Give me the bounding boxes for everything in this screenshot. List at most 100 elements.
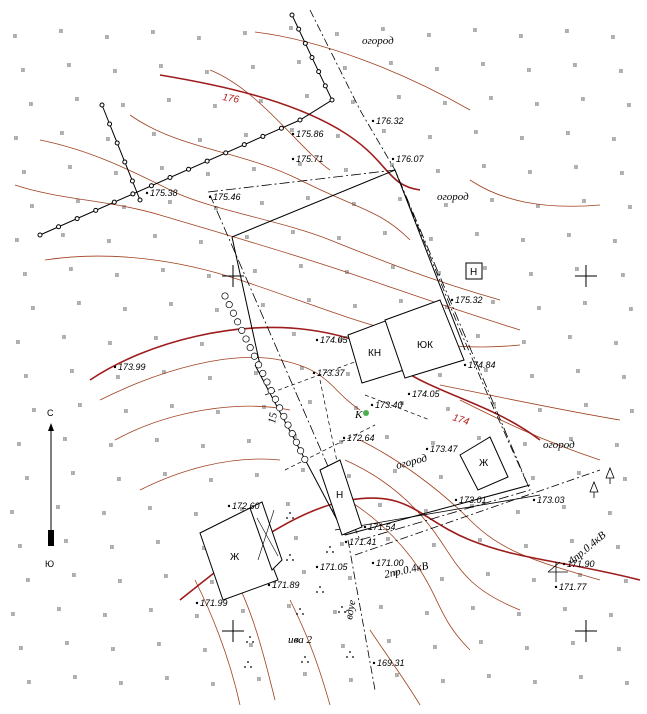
elevation-label: 171.05 <box>320 562 349 572</box>
meadow-symbol: ıı <box>251 63 255 71</box>
bush-dot <box>289 554 291 556</box>
meadow-symbol: ıı <box>287 602 291 610</box>
power-pole <box>148 183 154 189</box>
meadow-symbol: ıı <box>68 163 72 171</box>
power-pole <box>186 166 192 172</box>
bush-dot <box>338 611 340 613</box>
bush-dot <box>304 656 306 658</box>
elevation-point <box>370 403 374 407</box>
meadow-symbol: ıı <box>73 673 77 681</box>
meadow-symbol: ıı <box>78 401 82 409</box>
building-label-n-small: Н <box>336 490 343 501</box>
bush-dot <box>286 559 288 561</box>
area-label-garden: огород <box>362 35 394 47</box>
meadow-symbol: ıı <box>31 304 35 312</box>
elevation-label: 174.84 <box>468 360 496 370</box>
meadow-symbol: ıı <box>299 262 303 270</box>
area-label-garden: огород <box>543 439 575 451</box>
elevation-label: 176.07 <box>396 154 425 164</box>
contour-line <box>254 31 471 111</box>
meadow-symbol: ıı <box>352 200 356 208</box>
meadow-symbol: ıı <box>628 203 632 211</box>
meadow-symbol: ıı <box>253 267 257 275</box>
meadow-symbol: ıı <box>32 406 36 414</box>
meadow-symbol: ıı <box>563 605 567 613</box>
building-n-small <box>319 459 363 536</box>
pole-mark-label: 15 <box>266 411 280 424</box>
meadow-symbol: ıı <box>103 611 107 619</box>
hedge-shrub <box>276 404 284 412</box>
hedge-shrub <box>263 378 271 386</box>
meadow-symbol: ıı <box>295 636 299 644</box>
bush-symbols <box>244 512 354 668</box>
meadow-symbol: ıı <box>65 639 69 647</box>
meadow-symbol: ıı <box>622 373 626 381</box>
meadow-symbol: ıı <box>474 128 478 136</box>
meadow-symbol: ıı <box>399 297 403 305</box>
bush-dot <box>301 661 303 663</box>
meadow-symbol: ıı <box>286 500 290 508</box>
bush-dot <box>332 551 334 553</box>
meadow-symbol: ıı <box>348 574 352 582</box>
meadow-symbol: ıı <box>630 407 634 415</box>
power-pole <box>329 97 335 103</box>
power-pole <box>296 26 302 32</box>
meadow-symbol: ıı <box>63 435 67 443</box>
meadow-symbol: ıı <box>59 27 63 35</box>
meadow-symbol: ıı <box>483 264 487 272</box>
hedge-shrub <box>297 447 305 455</box>
meadow-symbol: ıı <box>162 368 166 376</box>
meadow-symbol: ıı <box>385 433 389 441</box>
meadow-symbol: ıı <box>245 233 249 241</box>
elevation-point <box>450 298 454 302</box>
meadow-symbol: ıı <box>393 467 397 475</box>
meadow-symbol: ıı <box>118 577 122 585</box>
meadow-symbol: ıı <box>75 95 79 103</box>
meadow-symbol: ıı <box>157 640 161 648</box>
inner-dashed-lines <box>264 359 431 501</box>
power-pole <box>289 12 295 18</box>
elevation-point <box>372 661 376 665</box>
meadow-symbol: ıı <box>241 607 245 615</box>
elevation-label: 175.86 <box>296 129 324 139</box>
power-pole <box>114 140 120 146</box>
meadow-symbol: ıı <box>353 302 357 310</box>
meadow-symbol: ıı <box>208 374 212 382</box>
meadow-symbol: ıı <box>486 570 490 578</box>
bush-dot <box>329 546 331 548</box>
meadow-symbol: ıı <box>164 572 168 580</box>
contour-line <box>469 179 601 207</box>
meadow-symbol: ıı <box>477 434 481 442</box>
meadow-symbol: ıı <box>516 508 520 516</box>
elevation-point <box>195 601 199 605</box>
elevation-point <box>312 371 316 375</box>
meadow-symbol: ıı <box>529 270 533 278</box>
contour-line <box>359 439 601 581</box>
meadow-symbol: ıı <box>300 364 304 372</box>
meadow-symbol: ıı <box>347 472 351 480</box>
meadow-symbol: ıı <box>531 474 535 482</box>
power-pole <box>223 150 229 156</box>
hedge-shrub <box>255 361 263 369</box>
compass-south-label: Ю <box>45 559 54 569</box>
elevation-point <box>113 365 117 369</box>
meadow-symbol: ıı <box>335 30 339 38</box>
power-pole <box>241 142 247 148</box>
meadow-symbol: ıı <box>489 94 493 102</box>
elevation-point <box>454 498 458 502</box>
bush-dot <box>319 586 321 588</box>
meadow-symbol: ıı <box>519 32 523 40</box>
elevation-label: 171.54 <box>368 522 396 532</box>
meadow-symbol: ıı <box>521 236 525 244</box>
meadow-symbol: ıı <box>149 606 153 614</box>
meadow-symbol: ıı <box>168 198 172 206</box>
hedge-shrub <box>284 421 292 429</box>
meadow-symbol: ıı <box>148 504 152 512</box>
meadow-symbol: ıı <box>117 475 121 483</box>
meadow-symbol: ıı <box>119 679 123 687</box>
building-zh-right <box>459 436 509 491</box>
hedge-shrub <box>271 395 279 403</box>
elevation-point <box>267 583 271 587</box>
